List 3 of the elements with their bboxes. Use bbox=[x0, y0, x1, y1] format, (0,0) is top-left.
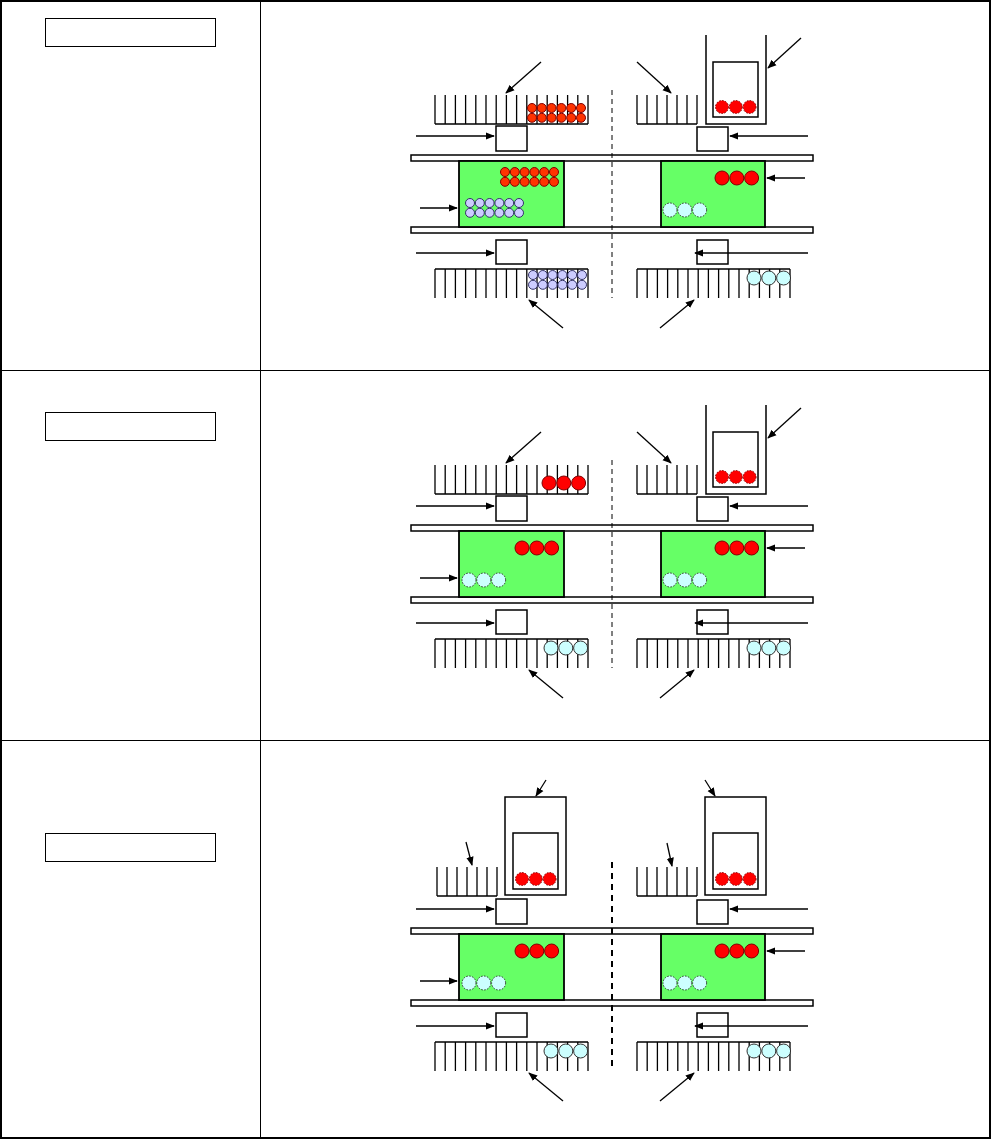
label-box bbox=[45, 18, 216, 47]
label-box bbox=[45, 412, 216, 441]
label-box bbox=[45, 833, 216, 862]
